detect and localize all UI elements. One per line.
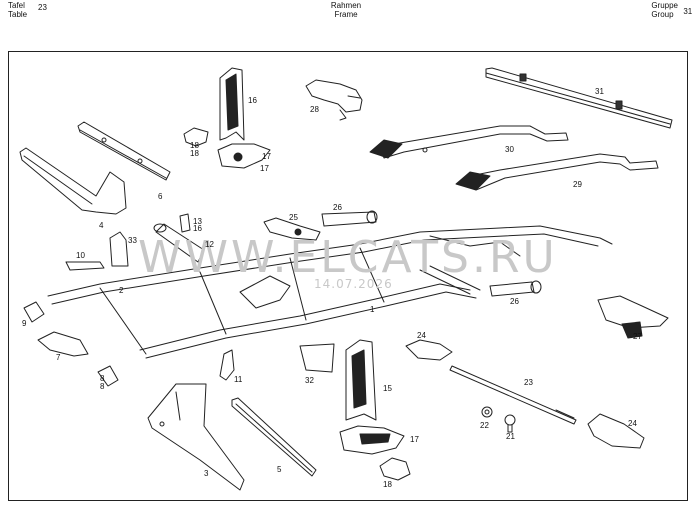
part-7-bracket xyxy=(37,331,89,357)
callout-label: 16 xyxy=(193,224,202,233)
callout-label: 8 xyxy=(100,382,105,391)
header-left-line2: Table xyxy=(8,10,28,19)
header-group-label: Gruppe Group 31 xyxy=(651,1,692,19)
part-17-bracket-lower xyxy=(339,425,405,455)
callout-label: 4 xyxy=(99,221,104,230)
callout-label: 22 xyxy=(480,421,489,430)
part-31-rail xyxy=(485,67,673,129)
part-24-plate-lower xyxy=(587,413,645,449)
part-28-bracket xyxy=(305,79,363,121)
part-22-washer xyxy=(481,406,493,418)
part-8-plate xyxy=(97,365,119,387)
part-5-channel xyxy=(231,397,317,477)
part-21-bolt xyxy=(504,414,516,433)
callout-label: 6 xyxy=(158,192,163,201)
callout-label: 18 xyxy=(190,149,199,158)
header-table-label: Tafel Table 23 xyxy=(8,1,47,19)
callout-label: 21 xyxy=(506,432,515,441)
callout-label: 31 xyxy=(595,87,604,96)
part-18-clip-lower xyxy=(379,457,411,481)
callout-label: 25 xyxy=(289,213,298,222)
part-9-plate xyxy=(23,301,45,323)
header-right-line2: Group xyxy=(651,10,674,19)
header-center-line2: Frame xyxy=(334,10,358,19)
callout-label: 17 xyxy=(410,435,419,444)
part-18-clip-upper xyxy=(183,127,209,147)
callout-label: 16 xyxy=(248,96,257,105)
header-right-line1: Gruppe xyxy=(651,1,678,10)
part-3-arm xyxy=(147,383,245,491)
callout-label: 26 xyxy=(510,297,519,306)
callout-label: 29 xyxy=(573,180,582,189)
part-24-block-upper xyxy=(405,339,453,361)
part-26-crossmember-top xyxy=(321,210,378,227)
part-15-pillar-lower xyxy=(345,339,377,421)
callout-label: 12 xyxy=(205,240,214,249)
callout-label: 9 xyxy=(22,319,27,328)
part-30-member xyxy=(369,125,569,159)
callout-label: 8 xyxy=(100,374,105,383)
part-26-tube-right xyxy=(489,280,542,297)
group-number: 31 xyxy=(683,7,692,16)
callout-label: 11 xyxy=(234,375,243,384)
callout-label: 13 xyxy=(193,217,202,226)
diagram-border xyxy=(8,51,688,501)
callout-label: 30 xyxy=(505,145,514,154)
header-center-line1: Rahmen xyxy=(330,1,362,10)
part-27-bracket xyxy=(597,295,669,339)
part-29-member xyxy=(455,153,659,191)
part-23-shaft xyxy=(449,365,577,425)
callout-label: 32 xyxy=(305,376,314,385)
part-10-pin xyxy=(65,261,105,271)
callout-label: 27 xyxy=(633,332,642,341)
callout-label: 15 xyxy=(383,384,392,393)
part-32-bracket xyxy=(299,343,335,373)
callout-label: 33 xyxy=(128,236,137,245)
part-12-tube xyxy=(153,223,205,263)
part-1-main-frame xyxy=(47,225,613,359)
callout-label: 24 xyxy=(628,419,637,428)
part-13-sleeve xyxy=(179,213,191,233)
part-11-clip xyxy=(219,349,235,381)
callout-label: 5 xyxy=(277,465,282,474)
callout-label: 18 xyxy=(190,141,199,150)
callout-label: 17 xyxy=(260,164,269,173)
watermark-date: 14.07.2026 xyxy=(314,277,393,291)
part-25-mount xyxy=(263,217,321,241)
callout-label: 10 xyxy=(76,251,85,260)
table-number: 23 xyxy=(38,3,47,12)
callout-label: 1 xyxy=(370,305,375,314)
part-17-bracket-upper xyxy=(217,143,271,169)
part-16-pillar-upper xyxy=(219,67,245,141)
callout-label: 28 xyxy=(310,105,319,114)
part-6-channel xyxy=(77,121,171,181)
callout-label: 7 xyxy=(56,353,61,362)
header-left-line1: Tafel xyxy=(8,1,25,10)
part-4-arm xyxy=(19,147,127,215)
callout-label: 2 xyxy=(119,286,124,295)
part-33-plate xyxy=(109,231,129,267)
callout-label: 3 xyxy=(204,469,209,478)
callout-label: 23 xyxy=(524,378,533,387)
callout-label: 17 xyxy=(262,152,271,161)
callout-label: 26 xyxy=(333,203,342,212)
watermark-text: WWW.ELCATS.RU xyxy=(138,232,558,283)
callout-label: 18 xyxy=(383,480,392,489)
header-title: Rahmen Frame xyxy=(0,1,692,19)
callout-label: 24 xyxy=(417,331,426,340)
